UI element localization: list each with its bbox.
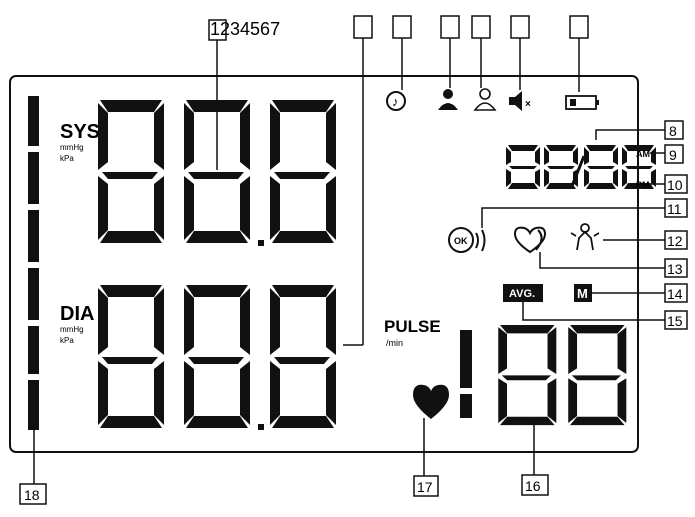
user-1-icon bbox=[438, 89, 458, 110]
sys-unit-mmhg: mmHg bbox=[60, 143, 84, 152]
music-note-icon: ♪ bbox=[386, 91, 406, 111]
arm-cuff-ok-icon: OK bbox=[448, 227, 486, 253]
callout-18: 18 bbox=[24, 487, 40, 503]
pulse-label: PULSE bbox=[384, 317, 441, 336]
dia-unit-kpa: kPa bbox=[60, 336, 74, 345]
date-display bbox=[506, 145, 656, 189]
dia-unit-mmhg: mmHg bbox=[60, 325, 84, 334]
heart-icon bbox=[413, 384, 449, 419]
right-leaders bbox=[33, 129, 665, 484]
svg-text:AVG.: AVG. bbox=[509, 288, 535, 300]
battery-icon bbox=[565, 95, 599, 110]
pulse-unit: /min bbox=[386, 338, 403, 348]
callout-16: 16 bbox=[525, 478, 541, 494]
sys-digits bbox=[98, 100, 336, 246]
sound-off-icon: × bbox=[509, 91, 531, 111]
pm-text: PM bbox=[636, 180, 650, 190]
lcd-frame bbox=[9, 75, 639, 453]
callout-17: 17 bbox=[417, 479, 433, 495]
am-text: AM bbox=[636, 149, 650, 159]
callout-11: 11 bbox=[667, 201, 682, 217]
callout-8: 8 bbox=[669, 123, 677, 139]
right-callouts: 8 9 10 11 12 13 14 15 bbox=[664, 120, 688, 330]
callout-9: 9 bbox=[669, 147, 677, 163]
callout-12: 12 bbox=[667, 233, 683, 249]
bottom-callouts: 18 17 16 bbox=[19, 474, 549, 505]
svg-text:M: M bbox=[577, 286, 588, 301]
sys-label: SYS bbox=[60, 121, 100, 143]
callout-10: 10 bbox=[667, 177, 683, 193]
dia-label: DIA bbox=[60, 303, 94, 325]
callout-13: 13 bbox=[667, 261, 683, 277]
callout-15: 15 bbox=[667, 313, 683, 329]
avg-badge: AVG. bbox=[503, 284, 543, 302]
svg-text:OK: OK bbox=[454, 236, 468, 246]
svg-text:♪: ♪ bbox=[392, 94, 399, 109]
user-2-icon bbox=[473, 88, 497, 111]
irregular-heartbeat-icon bbox=[513, 226, 547, 254]
svg-text:×: × bbox=[525, 99, 531, 110]
callout-14: 14 bbox=[667, 286, 683, 302]
memory-badge: M bbox=[574, 284, 592, 302]
top-callouts bbox=[208, 15, 589, 346]
dia-digits bbox=[98, 285, 336, 430]
body-movement-icon bbox=[570, 223, 600, 251]
top-callout-label: 1234567 bbox=[210, 19, 280, 39]
bar-graph bbox=[28, 96, 39, 430]
sys-unit-kpa: kPa bbox=[60, 154, 74, 163]
pulse-digits bbox=[460, 325, 627, 426]
